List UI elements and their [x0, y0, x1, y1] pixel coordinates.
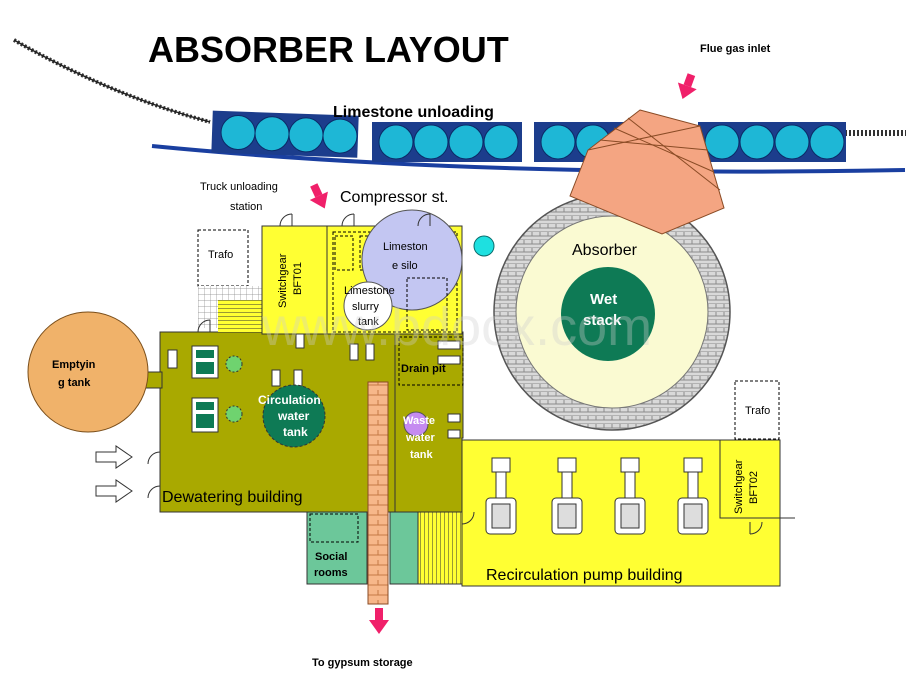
small-tank-1: [225, 355, 243, 373]
circulation-water-label-2: water: [277, 409, 310, 423]
absorber: Absorber Wet stack: [493, 193, 731, 431]
flue-gas-duct: [569, 109, 725, 235]
pump-icon: [485, 457, 517, 535]
emptying-tank-label-2: g tank: [58, 377, 91, 389]
recirculation-pump-building-label: Recirculation pump building: [486, 567, 683, 584]
circulation-water-label-3: tank: [283, 425, 308, 439]
waste-water-label-3: tank: [410, 449, 434, 461]
pump-icon: [614, 457, 646, 535]
trafo-top-label: Trafo: [208, 249, 233, 261]
switchgear-bft01-label-2: BFT01: [292, 262, 304, 295]
watermark: www.bdocx.com: [261, 297, 652, 357]
filter-unit-2: [191, 397, 219, 433]
switchgear-bft02-label-1: Switchgear: [733, 459, 745, 514]
limestone-slurry-label-3: tank: [358, 316, 379, 328]
social-rooms-label-2: rooms: [314, 567, 348, 579]
wet-stack-label-1: Wet: [590, 291, 617, 308]
trafo-right-label: Trafo: [745, 405, 770, 417]
small-tank-2: [225, 405, 243, 423]
wet-stack: [561, 267, 655, 361]
limestone-wagon-1: [211, 110, 359, 158]
emptying-tank-label-1: Emptyin: [52, 359, 96, 371]
rail-blue-line: [151, 144, 906, 174]
limestone-silo-label-2: e silo: [392, 260, 418, 272]
arrow-down-icon: [677, 73, 697, 100]
waste-water-tank: [403, 411, 429, 437]
filter-unit-1: [191, 345, 219, 379]
circulation-water-tank: [262, 384, 326, 448]
to-gypsum-storage-label: To gypsum storage: [312, 657, 413, 669]
trafo-top: [197, 229, 249, 287]
gypsum-conveyor: [367, 381, 389, 605]
door-icon: [147, 213, 763, 535]
limestone-wagon-4: [698, 122, 846, 162]
arrow-right-icon: [95, 445, 133, 469]
arrow-right-icon: [95, 479, 133, 503]
social-dashed-box: [309, 513, 359, 543]
limestone-slurry-tank: [343, 281, 393, 331]
limestone-silo-label-1: Limeston: [383, 241, 428, 253]
stairs-left: [218, 300, 262, 332]
social-rooms-annex: [389, 511, 419, 585]
switchgear-bft02: Switchgear BFT02: [733, 459, 760, 514]
circulation-water-label-1: Circulation: [258, 393, 321, 407]
waste-water-label-1: Waste: [403, 415, 435, 427]
switchgear-bft01-label-1: Switchgear: [277, 253, 289, 308]
limestone-silo: [361, 209, 463, 311]
silo-dashed-box: [406, 277, 448, 331]
flue-gas-inlet-label: Flue gas inlet: [700, 43, 771, 55]
stairs-right: [417, 511, 463, 585]
drain-pit: [398, 336, 464, 386]
rail-track-left-line: [13, 39, 211, 123]
limestone-slurry-label-1: Limestone: [344, 285, 395, 297]
page-title: ABSORBER LAYOUT: [148, 29, 509, 70]
compressor-station-label: Compressor st.: [340, 189, 448, 206]
absorber-label: Absorber: [572, 242, 638, 259]
limestone-unloading-label: Limestone unloading: [333, 104, 494, 121]
small-cyan-tank: [473, 235, 495, 257]
switchgear-bft02-label-2: BFT02: [748, 471, 760, 504]
pump-icon: [551, 457, 583, 535]
switchgear-bft01: Switchgear BFT01: [277, 253, 304, 308]
truck-unloading-label-1: Truck unloading: [200, 181, 278, 193]
limestone-slurry-label-2: slurry: [352, 301, 379, 313]
pump-icon: [677, 457, 709, 535]
drain-pit-label: Drain pit: [401, 363, 446, 375]
dewatering-building-label: Dewatering building: [162, 489, 303, 506]
truck-unloading-label-2: station: [230, 201, 262, 213]
arrow-down-icon: [309, 183, 328, 209]
social-rooms-label-1: Social: [315, 551, 347, 563]
pump-small-1: [167, 333, 461, 439]
wet-stack-label-2: stack: [583, 312, 622, 329]
emptying-tank: [27, 311, 149, 433]
social-rooms: [306, 511, 368, 585]
arrow-down-icon: [369, 608, 389, 634]
waste-water-label-2: water: [405, 432, 435, 444]
limestone-wagon-2: [372, 122, 522, 162]
trafo-right: [734, 380, 780, 440]
